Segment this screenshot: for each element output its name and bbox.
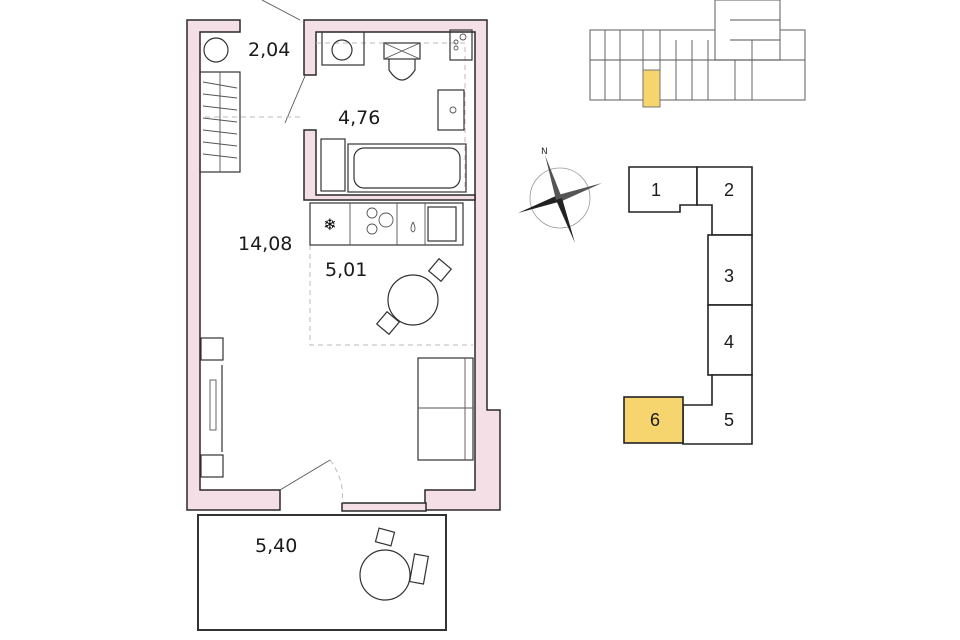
compass-rose-icon: N	[518, 147, 602, 243]
section-label-2: 2	[724, 180, 734, 200]
balcony	[197, 514, 447, 631]
highlighted-apartment	[642, 69, 661, 108]
section-label-3: 3	[724, 266, 734, 286]
area-label-bathroom: 4,76	[338, 107, 380, 129]
section-label-1: 1	[651, 180, 661, 200]
section-label-6: 6	[650, 410, 660, 430]
bathroom-fixtures	[320, 29, 473, 193]
compass-north-label: N	[541, 147, 548, 157]
dining-table	[375, 257, 453, 336]
area-label-living-room: 14,08	[238, 233, 292, 255]
section-label-5: 5	[724, 410, 734, 430]
area-label-balcony: 5,40	[255, 535, 297, 557]
water-drop-icon	[410, 221, 416, 233]
fridge-snowflake-icon: ❄	[323, 215, 336, 234]
floor-overview	[589, 0, 806, 108]
kitchen-counter: ❄	[309, 202, 464, 246]
section-2[interactable]	[696, 166, 753, 236]
section-3[interactable]	[707, 234, 753, 306]
section-1[interactable]	[628, 166, 698, 213]
area-label-kitchen: 5,01	[325, 259, 367, 281]
section-label-4: 4	[724, 332, 734, 352]
washing-machine-icon	[331, 39, 353, 61]
boiler-icon	[203, 37, 229, 63]
area-label-hall: 2,04	[248, 39, 290, 61]
doors	[261, 0, 343, 504]
section-key-plan: 1 2 3 4 5 6	[623, 166, 753, 445]
window-radiators	[200, 337, 224, 478]
section-5[interactable]	[682, 374, 753, 445]
sofa	[417, 357, 474, 461]
section-6-highlighted[interactable]	[623, 396, 684, 444]
walls	[186, 19, 501, 512]
wardrobe	[199, 71, 241, 173]
